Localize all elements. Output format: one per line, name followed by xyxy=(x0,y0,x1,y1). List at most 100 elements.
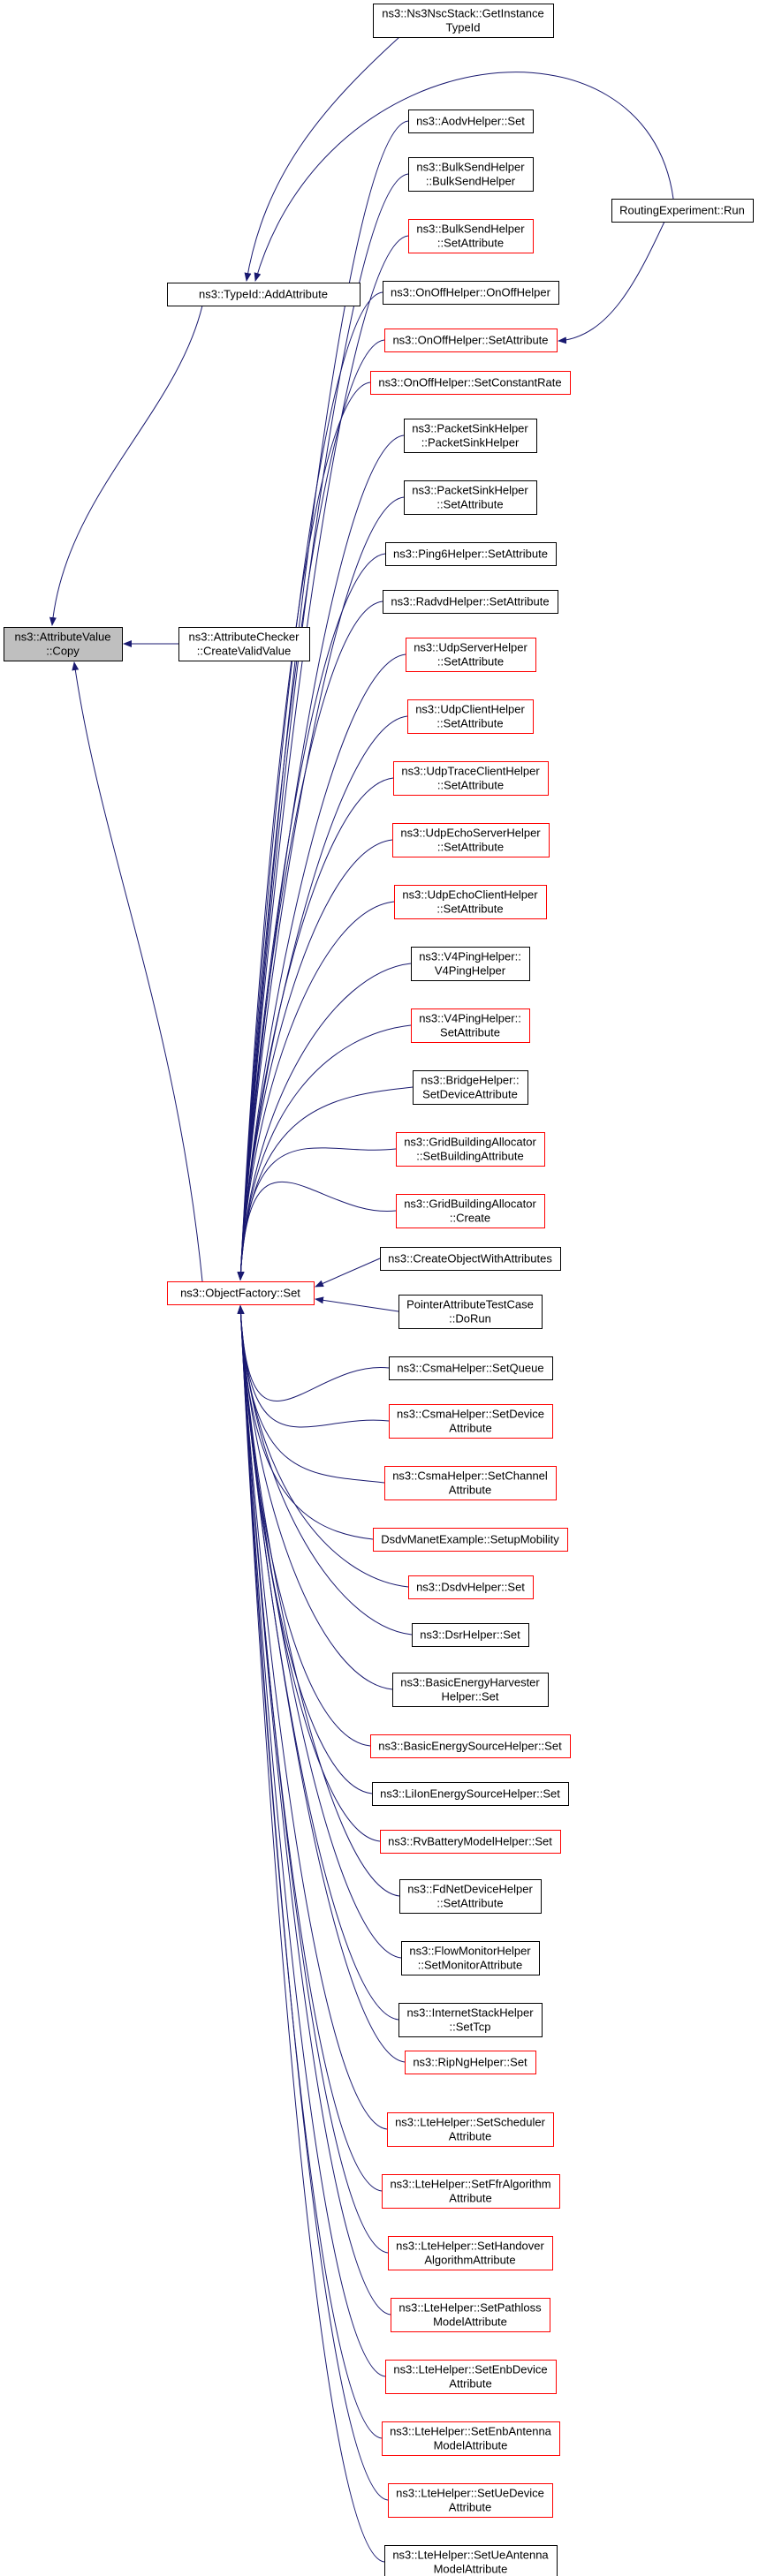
node-label: ::SetAttribute xyxy=(436,717,503,730)
node-box xyxy=(167,283,361,306)
node-label: TypeId xyxy=(445,21,480,34)
node-c28[interactable]: ns3::DsrHelper::Set xyxy=(412,1623,529,1647)
node-c30[interactable]: ns3::BasicEnergySourceHelper::Set xyxy=(370,1734,571,1758)
node-label: Helper::Set xyxy=(441,1690,498,1703)
node-label: ns3::LteHelper::SetUeDevice xyxy=(396,2487,544,2500)
node-c40[interactable]: ns3::LteHelper::SetPathlossModelAttribut… xyxy=(391,2298,550,2332)
node-label: ns3::OnOffHelper::OnOffHelper xyxy=(391,286,551,299)
node-routing[interactable]: RoutingExperiment::Run xyxy=(611,199,754,223)
node-box xyxy=(404,480,537,515)
node-c33[interactable]: ns3::FdNetDeviceHelper::SetAttribute xyxy=(399,1879,542,1914)
node-label: ns3::GridBuildingAllocator xyxy=(404,1197,536,1211)
node-c10[interactable]: ns3::RadvdHelper::SetAttribute xyxy=(383,590,558,614)
node-c19[interactable]: ns3::GridBuildingAllocator::SetBuildingA… xyxy=(396,1132,545,1167)
edge-c23-objset xyxy=(237,1305,390,1401)
node-c01[interactable]: ns3::AodvHelper::Set xyxy=(408,110,534,133)
node-c24[interactable]: ns3::CsmaHelper::SetDeviceAttribute xyxy=(389,1404,553,1439)
node-label: ns3::TypeId::AddAttribute xyxy=(199,288,328,301)
node-box xyxy=(408,157,534,192)
node-label: ::SetAttribute xyxy=(437,779,504,792)
node-c03[interactable]: ns3::BulkSendHelper::SetAttribute xyxy=(408,219,534,253)
node-label: ModelAttribute xyxy=(434,2439,508,2452)
node-c35[interactable]: ns3::InternetStackHelper::SetTcp xyxy=(398,2003,543,2037)
node-box xyxy=(370,1734,571,1758)
node-label: ns3::AttributeValue xyxy=(15,631,111,644)
node-c32[interactable]: ns3::RvBatteryModelHelper::Set xyxy=(380,1830,561,1854)
node-c12[interactable]: ns3::UdpClientHelper::SetAttribute xyxy=(407,699,534,734)
node-c15[interactable]: ns3::UdpEchoClientHelper::SetAttribute xyxy=(394,885,547,919)
node-c09[interactable]: ns3::Ping6Helper::SetAttribute xyxy=(385,542,557,566)
node-label: ::Copy xyxy=(46,645,80,658)
node-label: SetDeviceAttribute xyxy=(422,1088,518,1101)
node-c23[interactable]: ns3::CsmaHelper::SetQueue xyxy=(389,1356,553,1380)
node-c44[interactable]: ns3::LteHelper::SetUeAntennaModelAttribu… xyxy=(384,2545,558,2576)
node-label: ns3::DsrHelper::Set xyxy=(420,1628,520,1642)
node-c08[interactable]: ns3::PacketSinkHelper::SetAttribute xyxy=(404,480,537,515)
node-c31[interactable]: ns3::LiIonEnergySourceHelper::Set xyxy=(372,1782,569,1806)
node-label: ns3::PacketSinkHelper xyxy=(412,484,528,497)
node-c22[interactable]: PointerAttributeTestCase::DoRun xyxy=(398,1295,543,1329)
node-c42[interactable]: ns3::LteHelper::SetEnbAntennaModelAttrib… xyxy=(382,2421,560,2456)
node-c34[interactable]: ns3::FlowMonitorHelper::SetMonitorAttrib… xyxy=(401,1941,540,1975)
node-label: ns3::BulkSendHelper xyxy=(416,161,525,174)
node-box xyxy=(408,110,534,133)
node-c04[interactable]: ns3::OnOffHelper::OnOffHelper xyxy=(383,281,559,305)
node-objset[interactable]: ns3::ObjectFactory::Set xyxy=(167,1281,315,1305)
edge-c33-objset xyxy=(237,1305,400,1897)
node-c02[interactable]: ns3::BulkSendHelper::BulkSendHelper xyxy=(408,157,534,192)
node-label: ::SetAttribute xyxy=(436,1897,503,1910)
node-c06[interactable]: ns3::OnOffHelper::SetConstantRate xyxy=(370,371,571,395)
node-addattr[interactable]: ns3::TypeId::AddAttribute xyxy=(167,283,361,306)
edge-c37-objset xyxy=(237,1305,388,2130)
edge-c28-objset xyxy=(237,1305,413,1635)
node-label: RoutingExperiment::Run xyxy=(619,204,745,217)
node-label: ns3::LteHelper::SetPathloss xyxy=(398,2301,542,2315)
node-box xyxy=(4,627,123,661)
node-c11[interactable]: ns3::UdpServerHelper::SetAttribute xyxy=(406,638,536,672)
node-c26[interactable]: DsdvManetExample::SetupMobility xyxy=(373,1528,568,1552)
node-c21[interactable]: ns3::CreateObjectWithAttributes xyxy=(380,1247,561,1271)
node-box xyxy=(393,761,549,796)
node-label: ns3::PacketSinkHelper xyxy=(412,422,528,435)
node-label: ns3::LteHelper::SetHandover xyxy=(396,2240,544,2253)
node-checker[interactable]: ns3::AttributeChecker::CreateValidValue xyxy=(178,627,310,661)
edge-c20-objset xyxy=(237,1181,397,1280)
node-label: ns3::Ns3NscStack::GetInstance xyxy=(382,7,544,20)
node-label: ns3::LteHelper::SetEnbDevice xyxy=(393,2363,547,2376)
node-box xyxy=(406,638,536,672)
node-box xyxy=(396,1132,545,1167)
node-label: ns3::BridgeHelper:: xyxy=(421,1074,519,1087)
node-c13[interactable]: ns3::UdpTraceClientHelper::SetAttribute xyxy=(393,761,549,796)
edge-c44-objset xyxy=(237,1305,385,2563)
node-label: ns3::CsmaHelper::SetDevice xyxy=(397,1408,544,1421)
edge-c17-objset xyxy=(237,1024,412,1280)
node-label: Attribute xyxy=(449,1484,491,1497)
edge-c24-objset xyxy=(237,1305,390,1428)
node-box xyxy=(373,4,554,38)
node-c07[interactable]: ns3::PacketSinkHelper::PacketSinkHelper xyxy=(404,419,537,453)
node-c18[interactable]: ns3::BridgeHelper::SetDeviceAttribute xyxy=(413,1070,528,1105)
node-box xyxy=(398,2003,543,2037)
node-c20[interactable]: ns3::GridBuildingAllocator::Create xyxy=(396,1194,545,1228)
node-label: Attribute xyxy=(449,2130,491,2143)
node-c36[interactable]: ns3::RipNgHelper::Set xyxy=(405,2051,536,2074)
node-c39[interactable]: ns3::LteHelper::SetHandoverAlgorithmAttr… xyxy=(388,2236,553,2270)
edge-c42-objset xyxy=(237,1305,383,2439)
node-box xyxy=(388,2483,553,2518)
node-c14[interactable]: ns3::UdpEchoServerHelper::SetAttribute xyxy=(392,823,550,857)
node-c05[interactable]: ns3::OnOffHelper::SetAttribute xyxy=(384,329,558,352)
edges-layer xyxy=(49,36,674,2563)
node-label: ::SetTcp xyxy=(450,2021,491,2034)
node-c27[interactable]: ns3::DsdvHelper::Set xyxy=(408,1575,534,1599)
edge-c34-objset xyxy=(237,1305,402,1959)
node-c17[interactable]: ns3::V4PingHelper::SetAttribute xyxy=(411,1008,530,1043)
node-c16[interactable]: ns3::V4PingHelper::V4PingHelper xyxy=(411,947,530,981)
node-root: ns3::AttributeValue::Copy xyxy=(4,627,123,661)
